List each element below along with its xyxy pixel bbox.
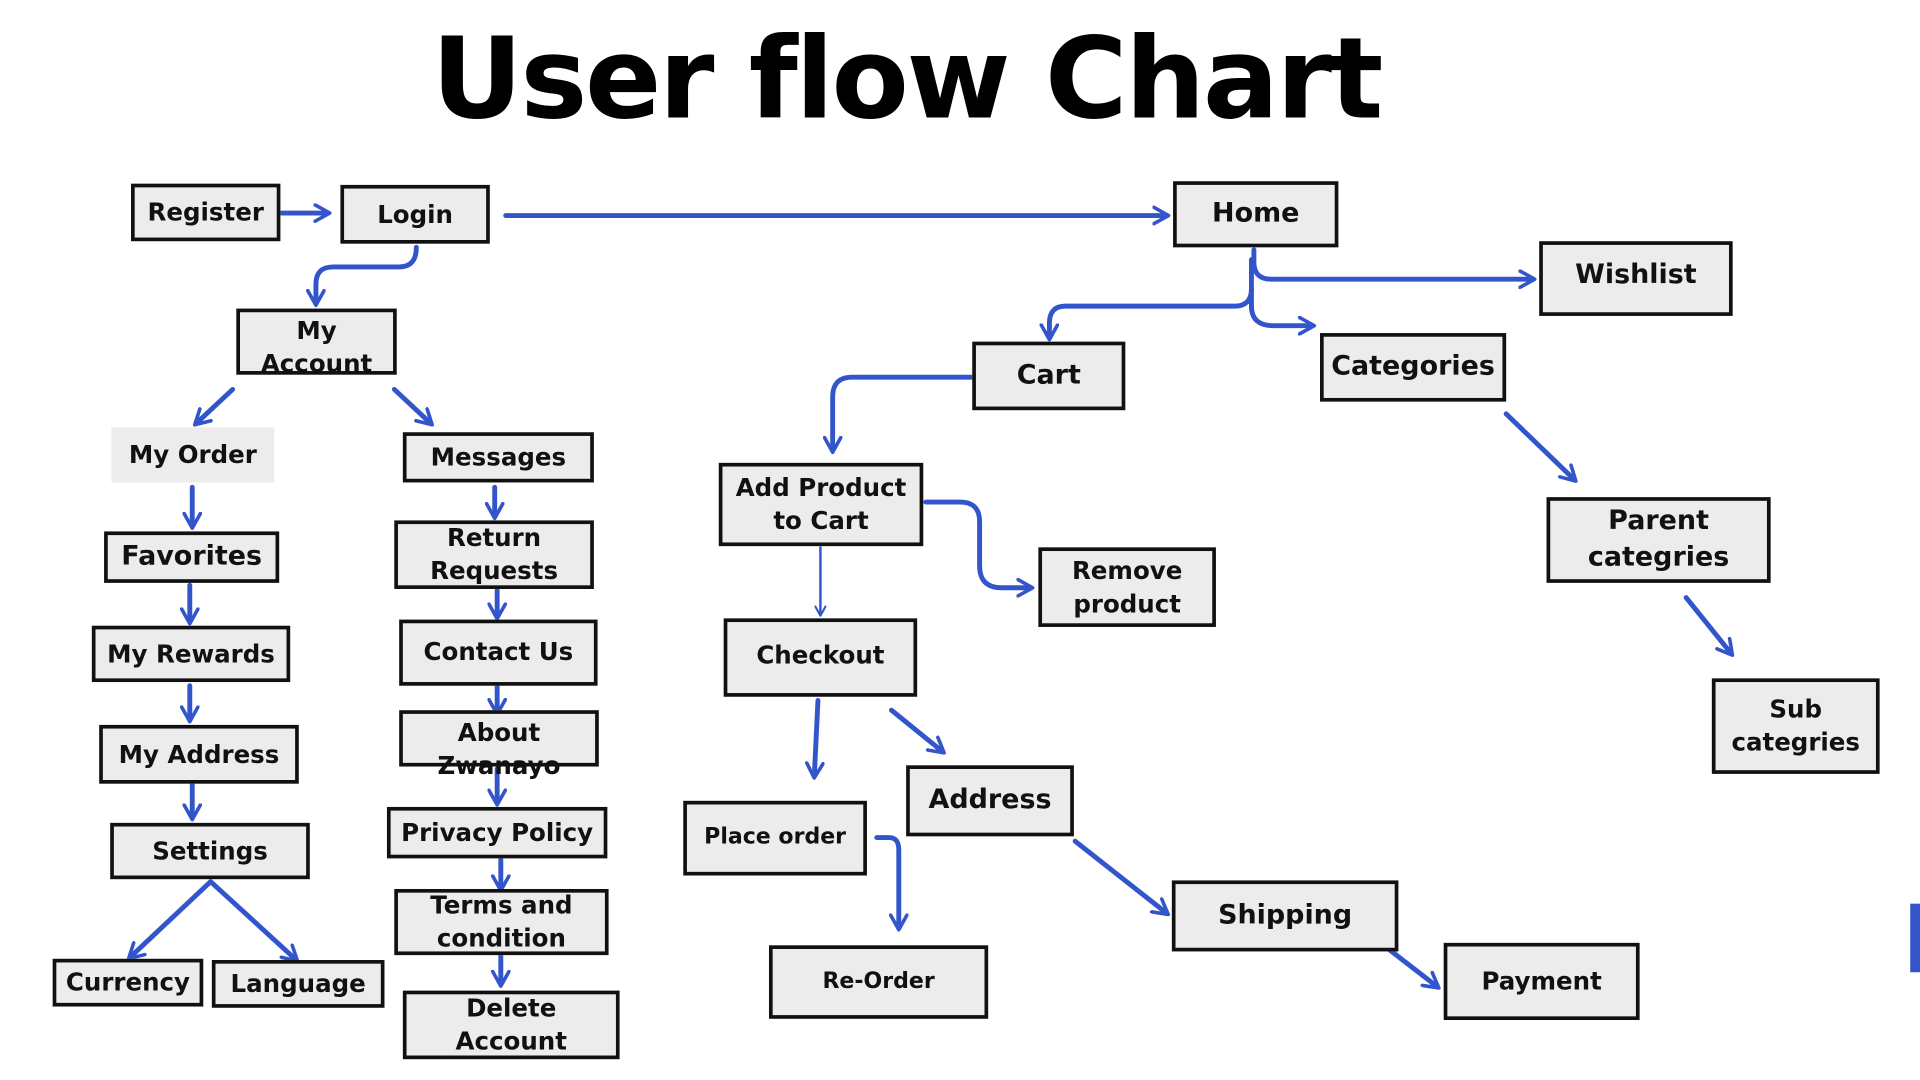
- node-sub-categories: Sub categries: [1711, 678, 1880, 774]
- arrow-cart-addproduct: [833, 374, 975, 450]
- arrow-home-wishlist: [1251, 247, 1533, 279]
- node-settings: Settings: [110, 822, 310, 880]
- node-wishlist: Wishlist: [1539, 241, 1733, 316]
- node-currency: Currency: [52, 958, 204, 1007]
- node-return-requests: Return Requests: [394, 520, 594, 589]
- arrow-placeorder-reorder: [874, 835, 899, 929]
- node-login: Login: [340, 184, 490, 244]
- arrow-myaccount-myorder: [196, 386, 236, 423]
- edge-accent-bar: [1910, 903, 1920, 973]
- chart-title: User flow Chart: [431, 13, 1383, 145]
- arrow-address-shipping: [1072, 838, 1167, 913]
- node-payment: Payment: [1443, 942, 1640, 1021]
- node-favorites: Favorites: [104, 531, 280, 583]
- node-delete-account: Delete Account: [402, 990, 620, 1060]
- arrow-home-categories: [1248, 286, 1312, 326]
- node-categories: Categories: [1320, 333, 1507, 402]
- node-my-rewards: My Rewards: [91, 625, 291, 683]
- node-place-order: Place order: [683, 800, 867, 876]
- node-privacy-policy: Privacy Policy: [386, 806, 608, 859]
- node-my-account: My Account: [236, 308, 397, 378]
- node-remove-product: Remove product: [1038, 547, 1216, 627]
- node-shipping: Shipping: [1171, 880, 1399, 952]
- node-register: Register: [131, 183, 281, 242]
- arrow-checkout-address: [888, 707, 942, 752]
- node-my-order: My Order: [111, 427, 275, 483]
- node-re-order: Re-Order: [768, 945, 989, 1019]
- node-add-product: Add Product to Cart: [718, 462, 924, 547]
- node-cart: Cart: [972, 341, 1126, 411]
- arrow-myaccount-messages: [391, 386, 431, 423]
- node-about: About Zwanayo: [399, 710, 599, 780]
- node-language: Language: [211, 960, 385, 1008]
- node-address: Address: [906, 765, 1074, 837]
- node-home: Home: [1173, 181, 1339, 248]
- node-terms: Terms and condition: [394, 888, 609, 956]
- node-my-address: My Address: [99, 724, 299, 784]
- node-checkout: Checkout: [723, 618, 918, 697]
- arrow-settings-currency: [130, 879, 214, 958]
- arrow-shipping-payment: [1381, 942, 1438, 987]
- arrow-settings-language: [208, 879, 297, 960]
- arrow-categories-parentcategories: [1503, 411, 1575, 480]
- arrow-checkout-placeorder: [814, 697, 818, 776]
- node-parent-categories: Parent categries: [1546, 497, 1771, 583]
- arrow-addproduct-removeproduct: [923, 499, 1031, 588]
- arrow-home-cart: [1049, 257, 1254, 338]
- node-contact-us: Contact Us: [399, 619, 598, 686]
- arrow-login-myaccount: [316, 244, 419, 303]
- arrow-parentcategories-subcategories: [1683, 595, 1731, 654]
- node-messages: Messages: [402, 432, 594, 483]
